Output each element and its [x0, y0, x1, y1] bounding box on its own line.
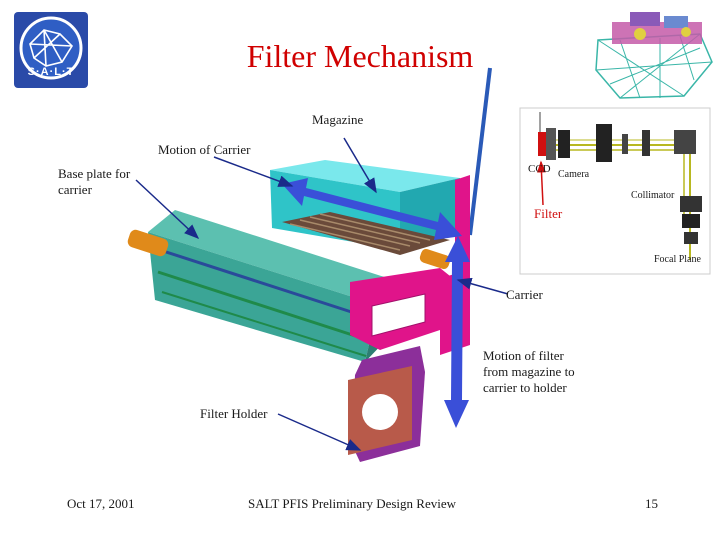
label-motion-of-carrier: Motion of Carrier — [158, 142, 251, 157]
orange-pin-right — [419, 249, 451, 269]
label-motion-filter-line3: carrier to holder — [483, 380, 567, 395]
drive-rod — [468, 67, 492, 236]
label-motion-filter-line2: from magazine to — [483, 364, 575, 379]
label-magazine: Magazine — [312, 112, 364, 127]
filter-holder-pointer — [277, 413, 362, 451]
label-carrier: Carrier — [506, 287, 543, 302]
orange-pin-left — [127, 229, 169, 257]
label-ccd: CCD — [528, 163, 551, 175]
label-collimator: Collimator — [631, 190, 675, 201]
footer-page-number: 15 — [645, 496, 658, 511]
logo-text: S·A·L·T — [27, 66, 75, 78]
label-base-plate: Base plate for carrier — [58, 166, 130, 198]
label-focal-plane: Focal Plane — [654, 254, 701, 265]
label-motion-filter-line1: Motion of filter — [483, 348, 564, 363]
label-base-plate-line2: carrier — [58, 182, 92, 197]
salt-logo — [14, 12, 88, 88]
base-plate-pointer — [135, 179, 200, 240]
label-filter-holder: Filter Holder — [200, 406, 268, 421]
label-motion-of-filter: Motion of filter from magazine to carrie… — [483, 348, 575, 396]
optics-inset — [519, 107, 711, 275]
label-camera: Camera — [558, 169, 590, 180]
footer-date: Oct 17, 2001 — [67, 496, 135, 511]
motion-carrier-pointer — [213, 156, 294, 187]
carrier-pointer — [456, 277, 509, 295]
carrier-motion-arrow — [282, 178, 462, 240]
label-filter: Filter — [534, 206, 563, 221]
magazine-pointer — [343, 137, 377, 194]
slide-title: Filter Mechanism — [246, 38, 474, 74]
filter-holder — [348, 270, 470, 462]
filter-motion-arrow — [444, 236, 470, 428]
telescope-thumbnail — [595, 12, 713, 99]
footer-title: SALT PFIS Preliminary Design Review — [248, 496, 457, 511]
label-base-plate-line1: Base plate for — [58, 166, 131, 181]
